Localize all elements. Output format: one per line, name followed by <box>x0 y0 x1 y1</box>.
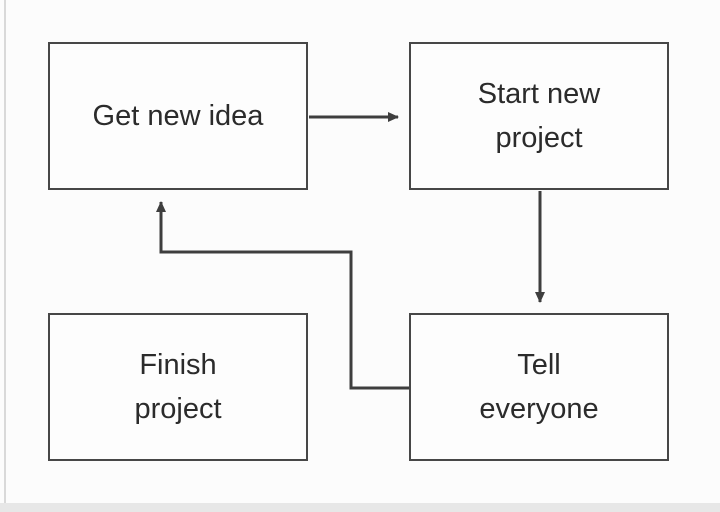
arrow-tell-to-idea <box>156 201 409 390</box>
node-finish-project: Finish project <box>48 313 308 461</box>
node-finish-project-label-line2: project <box>134 393 222 425</box>
node-tell-everyone-label-line2: everyone <box>479 393 599 425</box>
left-edge-line <box>4 0 6 512</box>
node-get-new-idea-label-line1: Get new idea <box>92 100 264 132</box>
node-get-new-idea: Get new idea <box>48 42 308 190</box>
node-start-new-project-label-line1: Start new <box>477 78 601 110</box>
node-finish-project-label-line1: Finish <box>139 349 217 381</box>
node-start-new-project: Start new project <box>409 42 669 190</box>
node-tell-everyone: Tell everyone <box>409 313 669 461</box>
bottom-bar <box>0 503 720 512</box>
node-tell-everyone-label-line1: Tell <box>517 349 561 381</box>
node-start-new-project-label-line2: project <box>495 122 583 154</box>
